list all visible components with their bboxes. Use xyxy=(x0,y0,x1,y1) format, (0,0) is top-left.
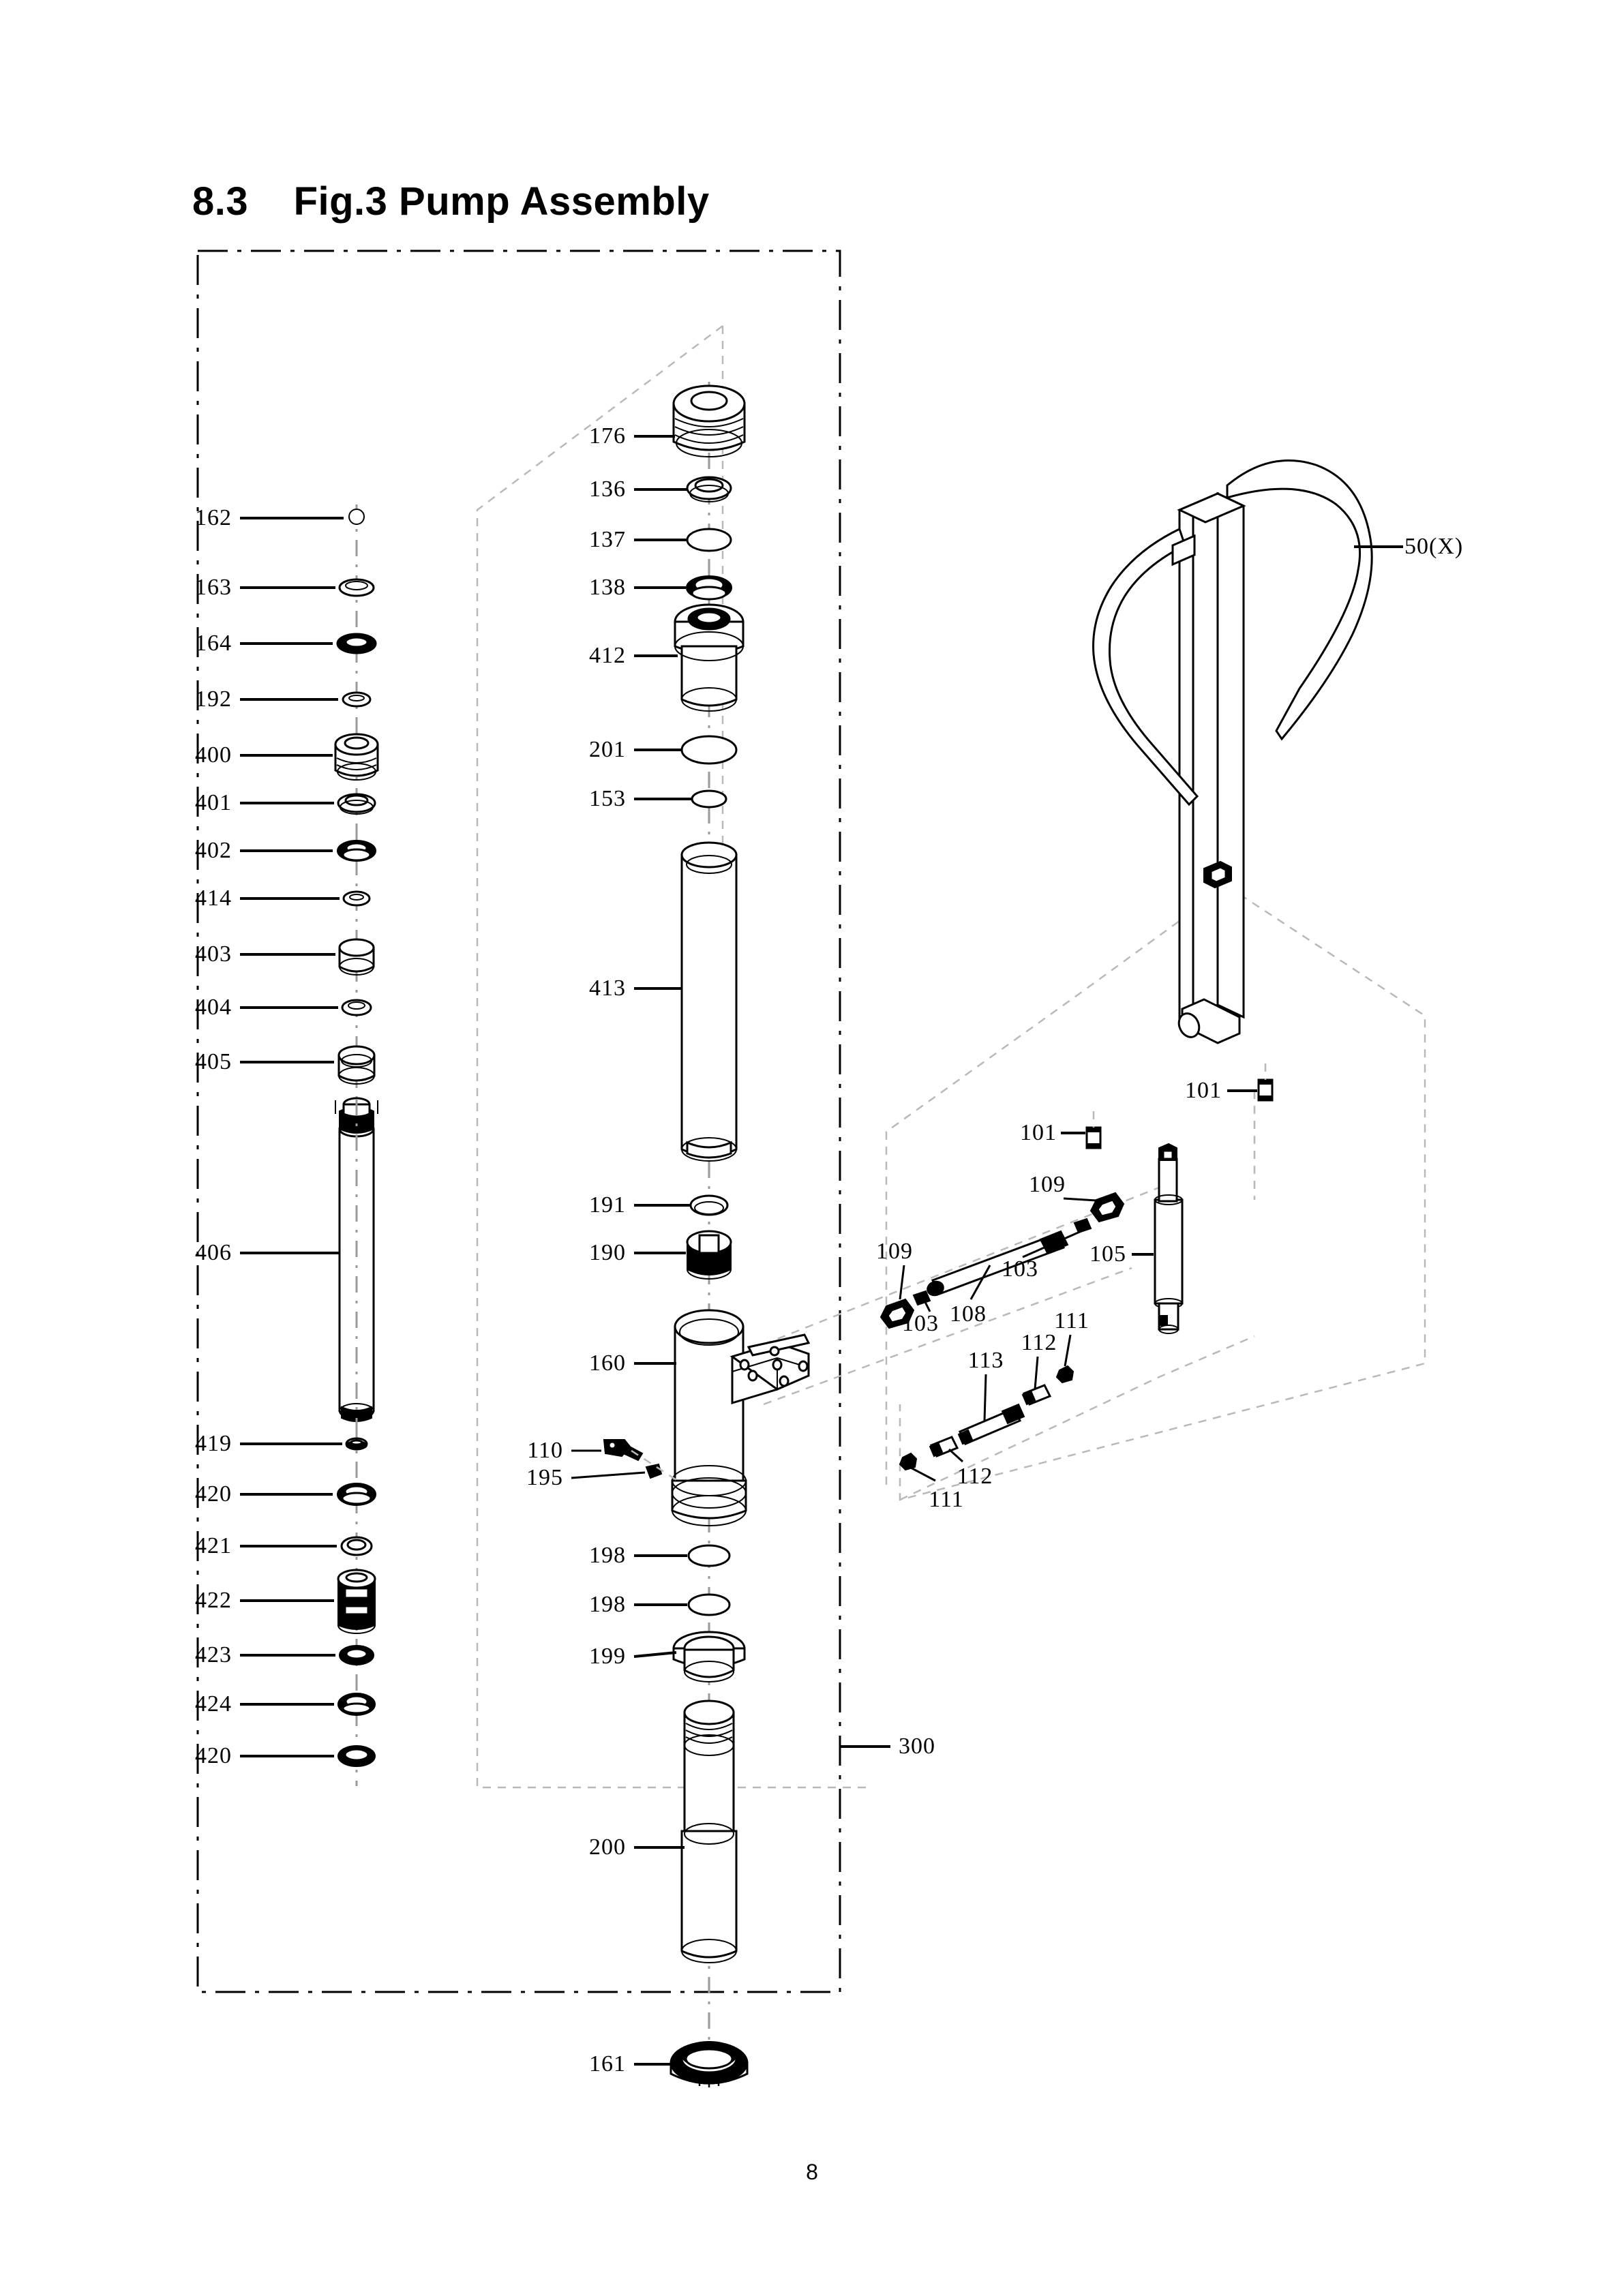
callout-113: 113 xyxy=(967,1348,1004,1373)
ram-cylinder-200 xyxy=(680,1700,738,1963)
callout-403: 403 xyxy=(195,941,232,967)
callout-405: 405 xyxy=(195,1049,232,1074)
callout-404: 404 xyxy=(195,995,232,1020)
right-leader-lines xyxy=(899,545,1403,1482)
callout-413: 413 xyxy=(589,976,626,1001)
handle-assembly-50X xyxy=(1092,459,1373,1044)
callout-402: 402 xyxy=(195,838,232,863)
diagram-frame xyxy=(196,250,841,1993)
callout-108: 108 xyxy=(950,1301,987,1327)
callout-192: 192 xyxy=(195,686,232,712)
gland-nut-412 xyxy=(674,603,745,712)
callout-109-lower: 109 xyxy=(876,1239,913,1264)
roll-pin-101-lower xyxy=(1085,1111,1102,1149)
link-rod-113 xyxy=(899,1365,1074,1471)
roll-pin-101-upper xyxy=(1257,1063,1274,1102)
callout-109-upper: 109 xyxy=(1029,1172,1066,1197)
center-part-column-art xyxy=(603,382,811,2087)
piston-rod-406 xyxy=(335,1097,378,1432)
callout-420-b: 420 xyxy=(195,1743,232,1768)
release-valve-105 xyxy=(1154,1143,1184,1334)
callout-153: 153 xyxy=(589,786,626,811)
callout-423: 423 xyxy=(195,1642,232,1667)
callout-414: 414 xyxy=(195,886,232,911)
callout-200: 200 xyxy=(589,1834,626,1860)
callout-111-lower: 111 xyxy=(929,1487,964,1512)
callout-191: 191 xyxy=(589,1192,626,1218)
fitting-110 xyxy=(603,1439,644,1462)
callout-111-upper: 111 xyxy=(1054,1308,1089,1333)
base-ring-161 xyxy=(670,2041,749,2087)
callout-163: 163 xyxy=(195,575,232,600)
left-leader-lines xyxy=(240,517,344,1757)
callout-420-a: 420 xyxy=(195,1481,232,1507)
left-part-column-art xyxy=(334,504,379,1786)
callout-300: 300 xyxy=(899,1734,935,1759)
callout-161: 161 xyxy=(589,2051,626,2076)
callout-137: 137 xyxy=(589,527,626,552)
callout-138: 138 xyxy=(589,575,626,600)
page-title: 8.3 Fig.3 Pump Assembly xyxy=(192,179,710,224)
page-number: 8 xyxy=(806,2160,818,2184)
flanged-bushing-199 xyxy=(672,1631,746,1682)
callout-101-upper: 101 xyxy=(1185,1078,1222,1103)
callout-424: 424 xyxy=(195,1691,232,1717)
callout-406: 406 xyxy=(195,1240,232,1265)
callout-101-lower: 101 xyxy=(1020,1120,1057,1145)
callout-176: 176 xyxy=(589,423,626,449)
callout-198-a: 198 xyxy=(589,1543,626,1568)
callout-110: 110 xyxy=(527,1438,563,1463)
callout-422: 422 xyxy=(195,1588,232,1613)
callout-419: 419 xyxy=(195,1431,232,1456)
callout-421: 421 xyxy=(195,1533,232,1558)
pump-head-176 xyxy=(672,384,746,457)
callout-164: 164 xyxy=(195,631,232,656)
callout-195: 195 xyxy=(526,1465,563,1490)
callout-112-upper: 112 xyxy=(1021,1330,1057,1355)
linkage-parts xyxy=(879,1063,1274,1471)
callout-201: 201 xyxy=(589,737,626,762)
callout-199: 199 xyxy=(589,1644,626,1669)
callout-198-b: 198 xyxy=(589,1592,626,1617)
callout-401: 401 xyxy=(195,790,232,815)
pump-housing-160 xyxy=(671,1309,811,1526)
callout-50x: 50(X) xyxy=(1404,534,1464,559)
seal-nut-190 xyxy=(686,1230,732,1280)
cylinder-tube-413 xyxy=(680,841,738,1162)
callout-103-upper: 103 xyxy=(1002,1256,1038,1282)
callout-103-lower: 103 xyxy=(902,1311,939,1336)
callout-112-lower: 112 xyxy=(957,1464,993,1489)
callout-136: 136 xyxy=(589,477,626,502)
seal-stack-422 xyxy=(337,1569,376,1634)
callout-162: 162 xyxy=(195,505,232,530)
callout-400: 400 xyxy=(195,742,232,768)
callout-105: 105 xyxy=(1089,1241,1126,1267)
post-bolt xyxy=(1203,860,1232,889)
callout-412: 412 xyxy=(589,643,626,668)
callout-190: 190 xyxy=(589,1240,626,1265)
callout-160: 160 xyxy=(589,1350,626,1376)
